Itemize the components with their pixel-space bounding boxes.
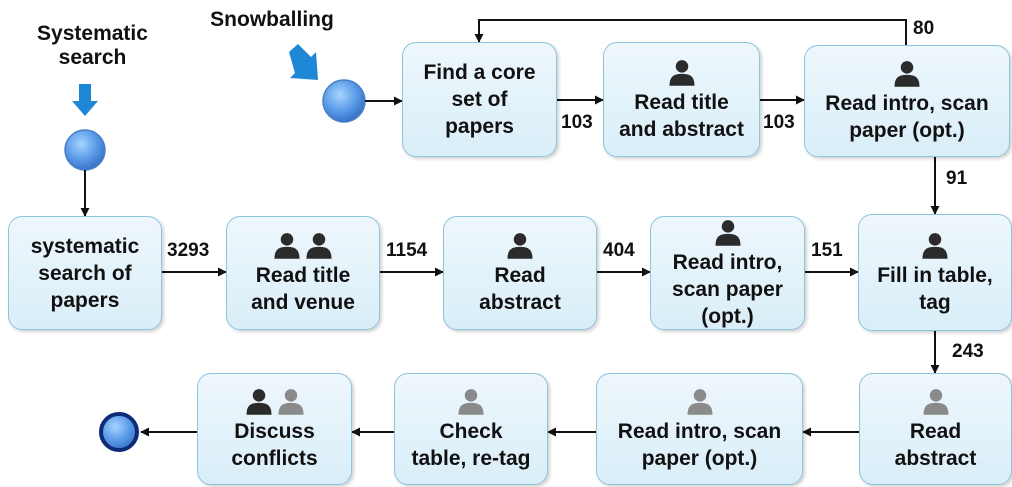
step-snow-read-intro: Read intro, scan paper (opt.): [804, 45, 1010, 157]
person-icon: [306, 233, 332, 259]
person-icon: [246, 389, 271, 415]
count-loop-back: 80: [913, 18, 935, 39]
snowballing-start-event: [322, 79, 366, 123]
count-search-to-title-venue: 3293: [167, 240, 210, 261]
person-icon: [687, 389, 712, 415]
person-icon: [715, 219, 740, 246]
count-snow-to-fill: 91: [946, 168, 968, 189]
step-discuss-conflicts: Discuss conflicts: [197, 373, 352, 485]
step-read-intro-1: Read intro, scan paper (opt.): [650, 216, 805, 330]
count-title-venue-to-abstract: 1154: [386, 240, 428, 261]
step-snow-read-title-abstract: Read title and abstract: [603, 42, 760, 157]
person-icon: [669, 59, 694, 86]
count-core-to-title: 103: [561, 112, 593, 133]
snowballing-source-label: Snowballing: [210, 8, 334, 31]
step-fill-table: Fill in table, tag: [858, 214, 1012, 331]
step-systematic-search: systematic search of papers: [8, 216, 162, 330]
count-abstract-to-intro: 404: [603, 240, 635, 261]
person-icon: [278, 389, 303, 415]
person-icon: [894, 61, 920, 87]
step-read-intro-1-label: Read intro, scan paper (opt.): [672, 250, 783, 328]
systematic-source-label: Systematic search: [37, 22, 148, 69]
step-read-abstract-2: Read abstract: [859, 373, 1012, 485]
step-snow-read-title-abstract-label: Read title and abstract: [619, 90, 744, 141]
step-discuss-conflicts-label: Discuss conflicts: [231, 420, 318, 470]
step-check-table: Check table, re-tag: [394, 373, 548, 485]
step-read-intro-2-label: Read intro, scan paper (opt.): [617, 420, 782, 470]
step-find-core-set: Find a core set of papers: [402, 42, 557, 157]
systematic-start-event: [64, 129, 106, 171]
step-read-title-venue: Read title and venue: [226, 216, 380, 330]
step-systematic-search-label: systematic search of papers: [30, 234, 140, 312]
person-icon: [507, 233, 533, 259]
count-intro-to-fill: 151: [811, 240, 843, 261]
snowballing-source-arrow: [289, 44, 318, 80]
step-read-intro-2: Read intro, scan paper (opt.): [596, 373, 803, 485]
arrow-loop-back-to-core: [474, 19, 907, 45]
step-check-table-label: Check table, re-tag: [411, 420, 531, 470]
step-read-title-venue-label: Read title and venue: [251, 264, 355, 314]
person-icon: [458, 389, 484, 415]
count-fill-to-read-abstract: 243: [952, 341, 984, 362]
step-read-abstract-1: Read abstract: [443, 216, 597, 330]
step-read-abstract-1-label: Read abstract: [479, 264, 561, 314]
step-fill-table-label: Fill in table, tag: [877, 263, 993, 314]
step-find-core-set-label: Find a core set of papers: [423, 61, 536, 138]
systematic-source-arrow: [72, 84, 98, 116]
step-read-abstract-2-label: Read abstract: [894, 420, 977, 470]
person-icon: [922, 232, 948, 259]
end-event: [99, 412, 139, 452]
person-icon: [274, 233, 300, 259]
person-icon: [923, 389, 948, 415]
step-snow-read-intro-label: Read intro, scan paper (opt.): [825, 92, 989, 142]
count-title-to-intro: 103: [763, 112, 795, 133]
